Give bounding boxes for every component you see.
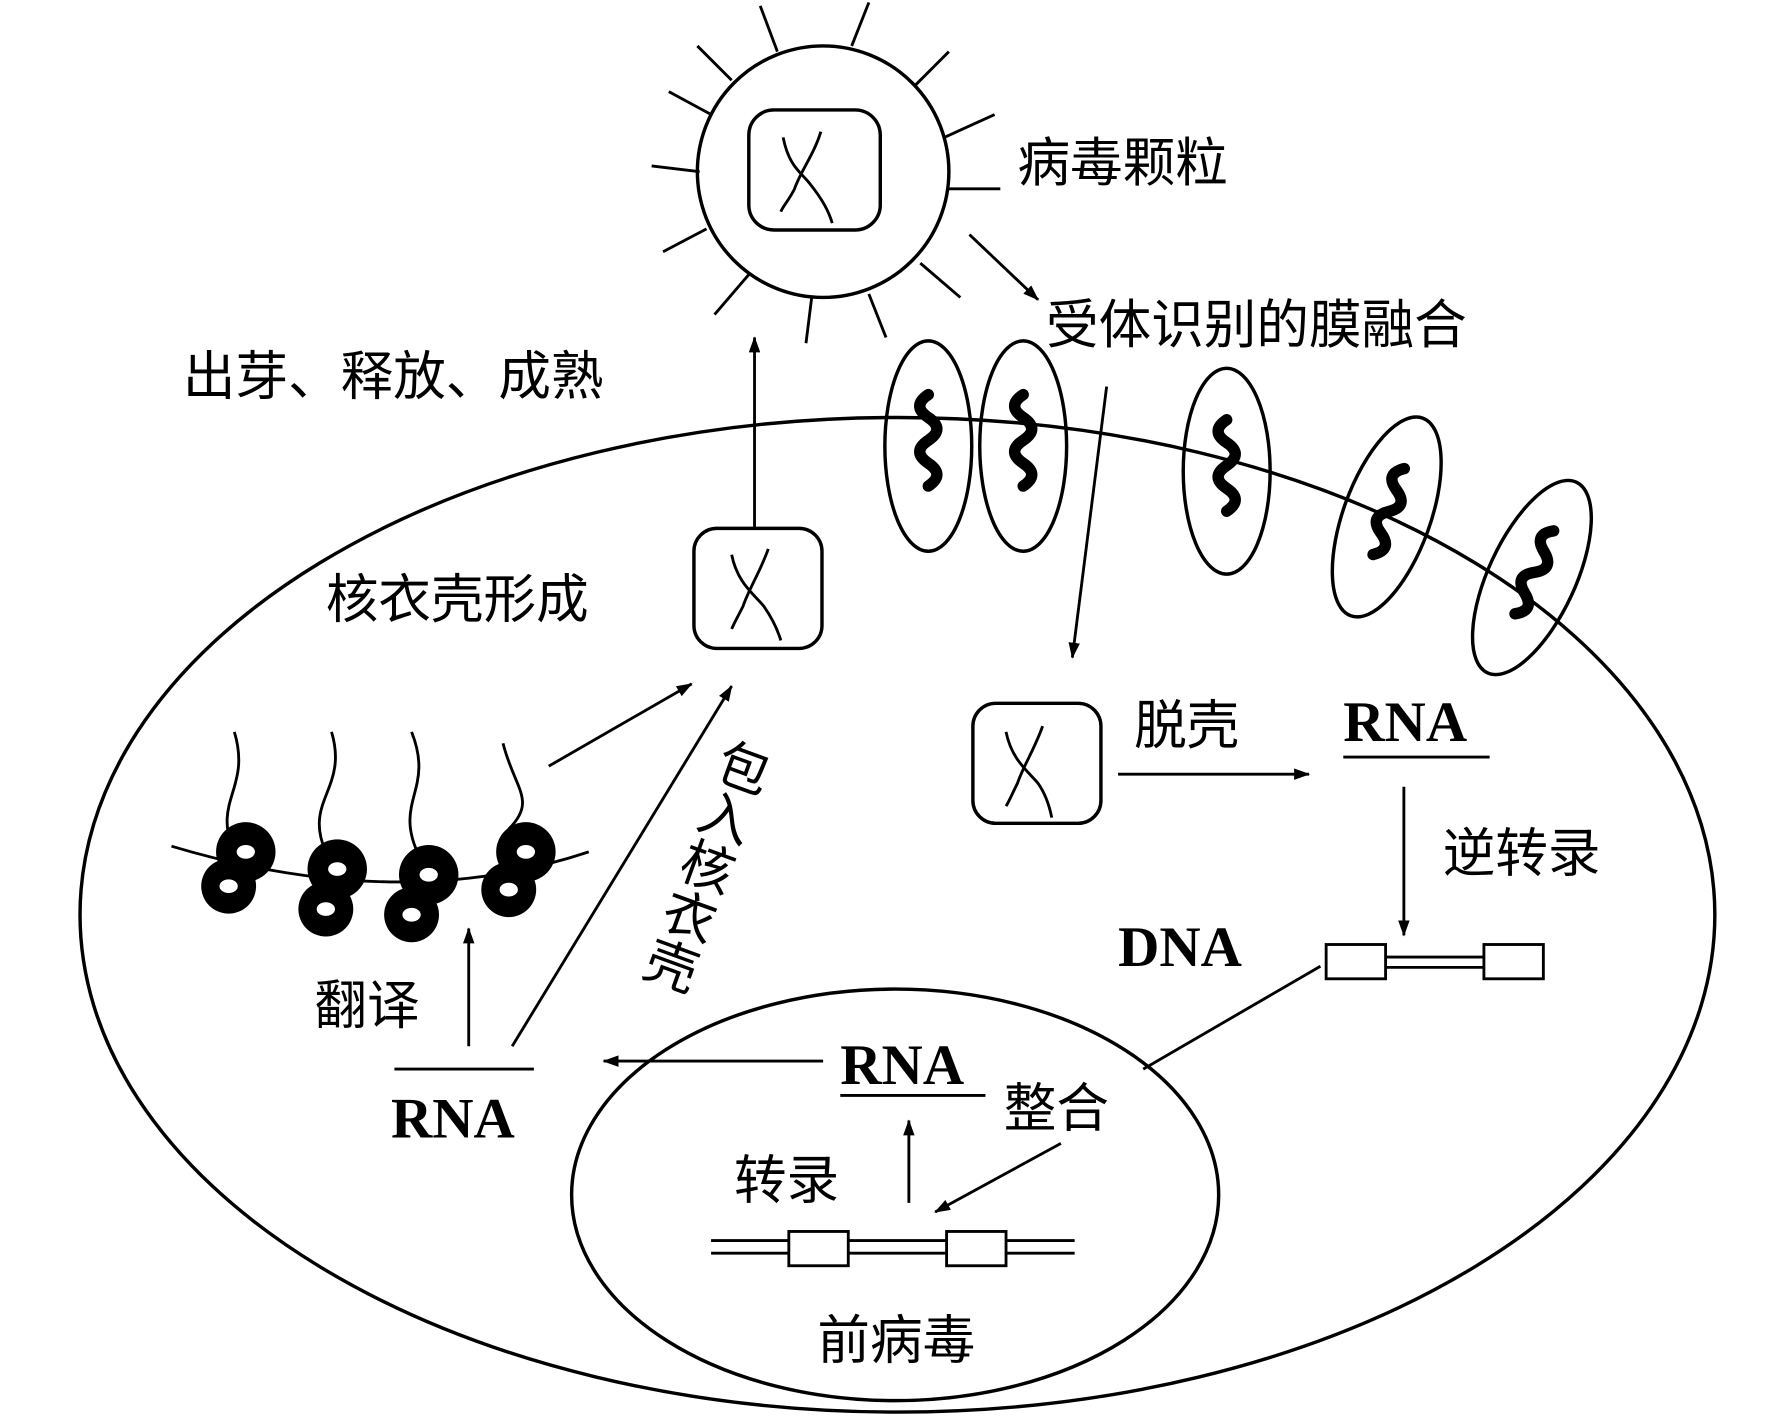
dna-icon xyxy=(1324,943,1545,981)
label-packaging: 包入核衣壳 xyxy=(630,731,777,999)
provirus-dna-icon xyxy=(711,1230,1075,1268)
label-translation: 翻译 xyxy=(314,975,419,1036)
label-rna-top: RNA xyxy=(1343,691,1467,754)
nucleus xyxy=(569,987,1221,1403)
uncoating-capsid-icon xyxy=(971,701,1103,826)
membrane-vesicles xyxy=(883,339,1594,677)
ribosomes-icon xyxy=(171,731,590,943)
label-rna-nucleus: RNA xyxy=(840,1034,964,1097)
label-virus-particle: 病毒颗粒 xyxy=(1017,133,1227,194)
label-integration: 整合 xyxy=(1004,1078,1109,1139)
label-receptor-fusion: 受体识别的膜融合 xyxy=(1046,295,1467,356)
label-capsid-formation: 核衣壳形成 xyxy=(326,570,589,631)
label-reverse-transcription: 逆转录 xyxy=(1443,823,1601,884)
label-dna: DNA xyxy=(1118,916,1242,979)
label-rna-left: RNA xyxy=(391,1088,515,1151)
label-uncoating: 脱壳 xyxy=(1134,695,1239,756)
cell-membrane xyxy=(78,415,1717,1414)
capsid-icon xyxy=(692,526,824,651)
label-transcription: 转录 xyxy=(734,1150,839,1211)
virus-particle-icon xyxy=(651,1,1001,344)
label-budding: 出芽、释放、成熟 xyxy=(183,347,604,408)
label-provirus: 前病毒 xyxy=(817,1310,975,1371)
